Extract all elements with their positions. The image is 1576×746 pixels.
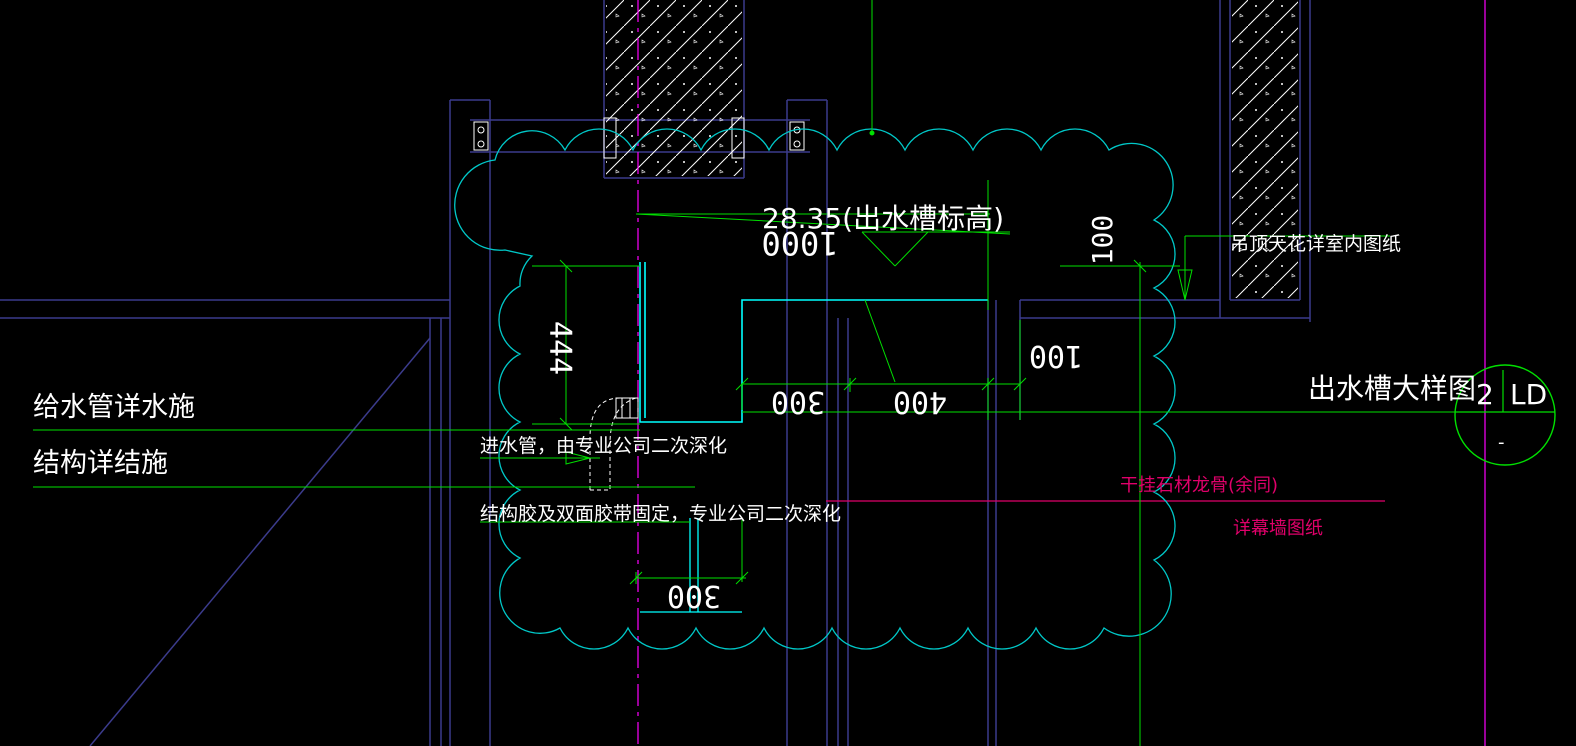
bottom-support	[640, 518, 742, 613]
detail-title: 出水槽大样图	[1308, 372, 1476, 405]
inlet-pipe-elbow	[589, 397, 637, 491]
dim-1000: 1000	[761, 224, 838, 262]
dimension-lines	[532, 180, 1456, 746]
detail-sheet: LD	[1510, 378, 1547, 411]
curtain-wall-note: 详幕墙图纸	[1233, 518, 1323, 539]
dim-100-right: 100	[1029, 338, 1083, 373]
detail-number: 2	[1476, 378, 1494, 411]
concrete-hatch-right	[1232, 0, 1298, 298]
concrete-hatch-top	[606, 0, 742, 176]
revision-cloud	[454, 128, 1176, 650]
leader-lines	[33, 0, 896, 523]
detail-tag-circle	[1454, 364, 1556, 466]
structure-note: 结构详结施	[33, 448, 168, 479]
stone-keel-note: 干挂石材龙骨(余同)	[1120, 475, 1278, 496]
ceiling-note: 吊顶天花详室内图纸	[1230, 233, 1401, 255]
adhesive-note: 结构胶及双面胶带固定，专业公司二次深化	[480, 503, 841, 525]
detail-sub: -	[1498, 432, 1505, 453]
dim-300-bottom: 300	[667, 578, 721, 613]
dim-300-mid: 300	[771, 384, 825, 419]
bolt-fixings	[473, 117, 805, 159]
detail-tag: 出水槽大样图 2 LD -	[1308, 364, 1556, 466]
pipe-fitting	[615, 397, 639, 419]
gutter-profile	[639, 262, 988, 423]
dim-400: 400	[893, 384, 947, 419]
inlet-pipe-note: 进水管，由专业公司二次深化	[480, 435, 727, 457]
elevation-label: 28.35(出水槽标高)	[762, 202, 1004, 235]
dim-444: 444	[542, 321, 577, 375]
axis-lines	[637, 0, 1486, 746]
dim-100-top: 100	[1086, 215, 1119, 266]
water-supply-note: 给水管详水施	[33, 392, 195, 423]
